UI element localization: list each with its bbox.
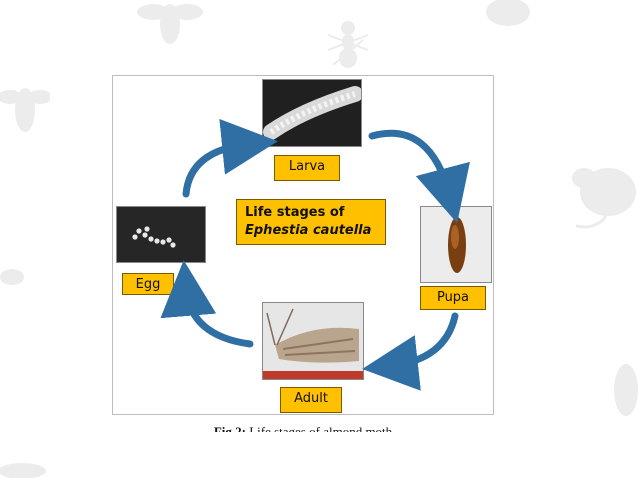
background-leaf-icon — [0, 463, 46, 478]
background-bug-icon — [0, 269, 24, 285]
caption-text: Life stages of almond moth — [245, 424, 393, 432]
diagram-title: Life stages of Ephestia cautella — [236, 199, 386, 245]
caption-prefix: Fig 2: — [213, 424, 246, 432]
title-line-2: Ephestia cautella — [245, 223, 372, 238]
arrow-larva-to-pupa — [368, 129, 470, 224]
adult-photo — [262, 302, 364, 380]
caption-strip: Fig 2: Life stages of almond moth — [112, 416, 494, 432]
background-fly-icon — [137, 4, 203, 44]
figure-caption: Fig 2: Life stages of almond moth — [112, 424, 494, 432]
arrow-adult-to-egg — [160, 260, 254, 348]
background-ant-icon — [327, 21, 369, 68]
arrow-egg-to-larva — [182, 118, 278, 198]
background-roach-icon — [614, 364, 638, 416]
background-rat-icon — [572, 168, 636, 229]
pupa-label: Pupa — [420, 286, 486, 310]
adult-label: Adult — [280, 387, 342, 413]
arrow-pupa-to-adult — [362, 312, 459, 391]
egg-photo — [116, 206, 206, 263]
larva-label: Larva — [274, 155, 340, 181]
background-bee-icon — [0, 88, 50, 132]
title-line-1: Life stages of — [245, 205, 345, 220]
background-beetle-icon — [486, 0, 530, 26]
